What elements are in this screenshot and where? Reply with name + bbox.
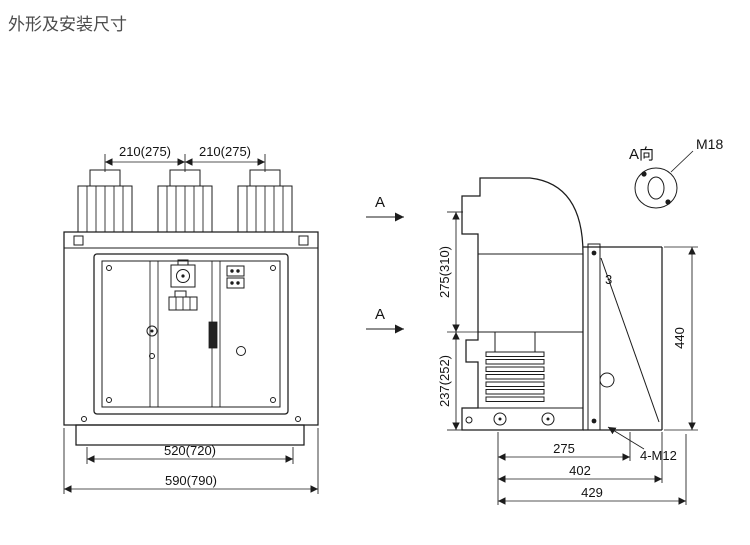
pole-bushing-2 [157, 169, 213, 233]
detail-view-label: A向 [629, 146, 654, 163]
section-label-bottom: A [375, 306, 385, 323]
detail-view-a: A向 M18 [629, 136, 723, 209]
front-panel [93, 253, 289, 415]
bolt-holes-label: 4-M12 [640, 448, 677, 463]
frame-hole [599, 372, 615, 388]
operating-handle [208, 321, 218, 349]
side-bottom-dimensions: 275 402 429 4-M12 [497, 426, 687, 505]
side-right-dimension: 440 [664, 246, 698, 431]
front-view: 210(275) 210(275) [63, 144, 319, 494]
section-arrow-top: A [366, 194, 404, 222]
thread-size-label: M18 [696, 136, 723, 152]
dim-pole-spacing-left-label: 210(275) [119, 144, 171, 159]
frame-brace [600, 257, 660, 423]
front-top-dimension: 210(275) 210(275) [104, 144, 266, 172]
side-view: 3 275(310) 2 [437, 177, 698, 505]
dim-pole-spacing-right-label: 210(275) [199, 144, 251, 159]
terminal-flange-outline [634, 167, 678, 209]
dim-depth-inner-label: 275 [553, 441, 575, 456]
dim-depth-mid-label: 402 [569, 463, 591, 478]
section-label-top: A [375, 194, 385, 211]
plate-thickness-label: 3 [605, 272, 612, 287]
chassis-wheels [465, 412, 555, 426]
thread-leader-line [670, 150, 694, 173]
pole-bushing-3 [237, 169, 293, 233]
side-body-outline [461, 177, 584, 431]
bolt-hole-dot [641, 171, 647, 177]
mounting-plate [587, 243, 601, 431]
mechanism-details [146, 259, 246, 407]
dim-lower-height-label: 237(252) [437, 355, 452, 407]
front-bottom-dimensions: 520(720) 590(790) [63, 428, 319, 494]
bolt-hole-dot [665, 199, 671, 205]
dim-overall-width-label: 590(790) [165, 473, 217, 488]
side-left-dimensions: 275(310) 237(252) [437, 211, 479, 431]
pole-bushing-1 [77, 169, 133, 233]
dim-upper-height-label: 275(310) [437, 246, 452, 298]
dim-depth-outer-label: 429 [581, 485, 603, 500]
interrupter-fins [485, 332, 545, 402]
section-arrow-bottom: A [366, 306, 404, 334]
front-base [75, 424, 305, 446]
terminal-bore [647, 176, 665, 200]
dim-frame-height-label: 440 [672, 327, 687, 349]
page-title: 外形及安装尺寸 [8, 15, 127, 34]
dim-mounting-width-label: 520(720) [164, 443, 216, 458]
